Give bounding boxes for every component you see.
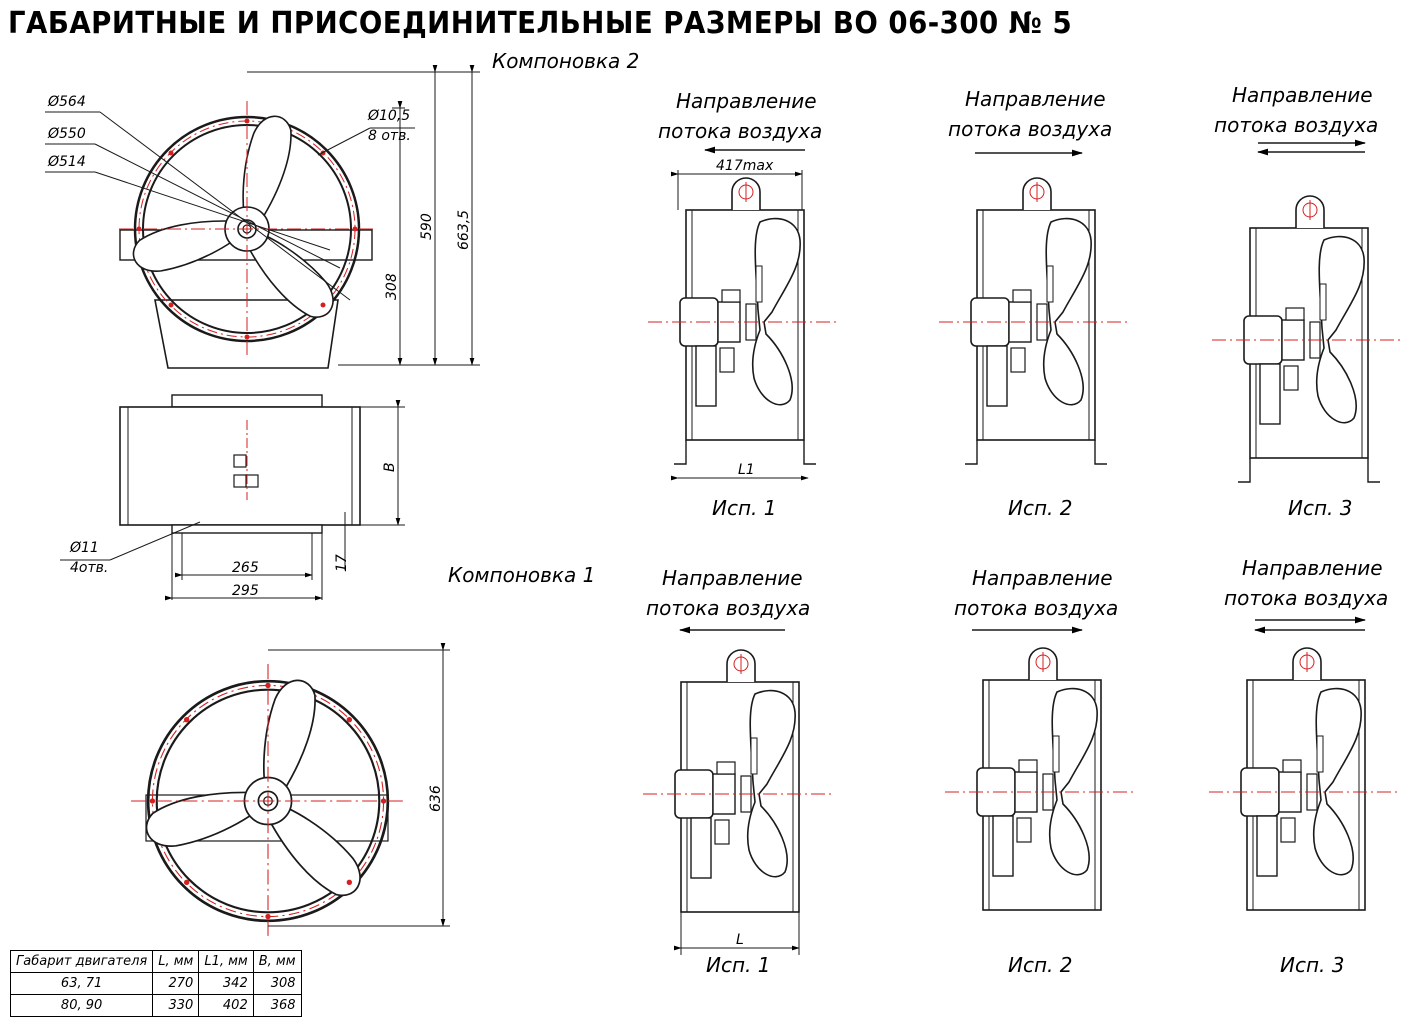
- airflow-label2-v2-bottom: потока воздуха: [954, 596, 1118, 620]
- variant1-bottom: Направление потока воздуха L Исп. 1: [642, 566, 832, 977]
- table-cell: 80, 90: [9, 994, 154, 1017]
- airflow-label-v3-bottom: Направление: [1242, 556, 1383, 580]
- table-cell: 308: [252, 972, 302, 995]
- table-cell: 63, 71: [9, 972, 154, 995]
- front-view-layout1: [131, 642, 450, 938]
- variant2-bottom-label: Исп. 2: [1008, 953, 1072, 977]
- page-title: ГАБАРИТНЫЕ И ПРИСОЕДИНИТЕЛЬНЫЕ РАЗМЕРЫ В…: [8, 6, 1073, 41]
- dim-417max: 417max: [716, 158, 774, 174]
- table-header-row: Габарит двигателя L, мм L1, мм B, мм: [9, 950, 302, 973]
- dim-295: 295: [232, 583, 259, 599]
- layout1-label: Компоновка 1: [448, 563, 595, 587]
- variant1-top: Направление потока воздуха 417max L1 Исп…: [647, 89, 837, 520]
- table-cell: 342: [198, 972, 254, 995]
- variant2-top: Направление потока воздуха Исп. 2: [938, 87, 1128, 520]
- airflow-label-v2-top: Направление: [965, 87, 1106, 111]
- airflow-label-v1-top: Направление: [676, 89, 817, 113]
- airflow-label2-v1-bottom: потока воздуха: [646, 596, 810, 620]
- motor-size-table: Габарит двигателя L, мм L1, мм B, мм 63,…: [9, 950, 302, 1017]
- dim-17: 17: [334, 554, 350, 572]
- airflow-label2-v3-top: потока воздуха: [1214, 113, 1378, 137]
- airflow-label-v3-top: Направление: [1232, 83, 1373, 107]
- dim-663: 663,5: [456, 210, 472, 250]
- airflow-label-v1-bottom: Направление: [662, 566, 803, 590]
- table-row: 80, 90 330 402 368: [9, 994, 302, 1017]
- variant1-top-label: Исп. 1: [712, 496, 776, 520]
- plan-view: [60, 394, 405, 601]
- dim-d514: Ø514: [47, 154, 86, 170]
- variant3-top-label: Исп. 3: [1288, 496, 1352, 520]
- table-row: 63, 71 270 342 308: [9, 972, 302, 995]
- dim-l1: L1: [738, 462, 755, 478]
- table-header: B, мм: [252, 950, 302, 973]
- variant3-top: Направление потока воздуха Исп. 3: [1211, 83, 1401, 520]
- variant3-bottom-label: Исп. 3: [1280, 953, 1344, 977]
- variant2-top-label: Исп. 2: [1008, 496, 1072, 520]
- table-cell: 330: [152, 994, 200, 1017]
- airflow-label2-v3-bottom: потока воздуха: [1224, 586, 1388, 610]
- layout2-label: Компоновка 2: [492, 49, 639, 73]
- table-cell: 270: [152, 972, 200, 995]
- dim-foot-hole-count: 4отв.: [70, 560, 108, 576]
- dim-foot-hole-diameter: Ø11: [69, 540, 99, 556]
- airflow-label2-v1-top: потока воздуха: [658, 119, 822, 143]
- variant3-bottom: Направление потока воздуха Исп. 3: [1208, 556, 1398, 977]
- table-cell: 402: [198, 994, 254, 1017]
- table-header: L, мм: [152, 950, 200, 973]
- dim-hole-count: 8 отв.: [368, 128, 411, 144]
- front-view-layout2: [119, 101, 375, 369]
- table-header: L1, мм: [198, 950, 254, 973]
- airflow-label-v2-bottom: Направление: [972, 566, 1113, 590]
- dim-265: 265: [232, 560, 259, 576]
- airflow-label2-v2-top: потока воздуха: [948, 117, 1112, 141]
- dim-308-top: 308: [384, 273, 400, 300]
- diameter-leaders: [45, 64, 480, 366]
- dim-l: L: [736, 932, 744, 948]
- dim-636: 636: [428, 785, 444, 812]
- table-header: Габарит двигателя: [9, 950, 154, 973]
- dim-d550: Ø550: [47, 126, 86, 142]
- dim-590: 590: [419, 213, 435, 240]
- dim-d564: Ø564: [47, 94, 86, 110]
- variant2-bottom: Направление потока воздуха Исп. 2: [944, 566, 1134, 977]
- dim-hole-diameter: Ø10,5: [367, 108, 410, 124]
- dim-b: B: [382, 462, 398, 472]
- table-cell: 368: [252, 994, 302, 1017]
- variant1-bottom-label: Исп. 1: [706, 953, 770, 977]
